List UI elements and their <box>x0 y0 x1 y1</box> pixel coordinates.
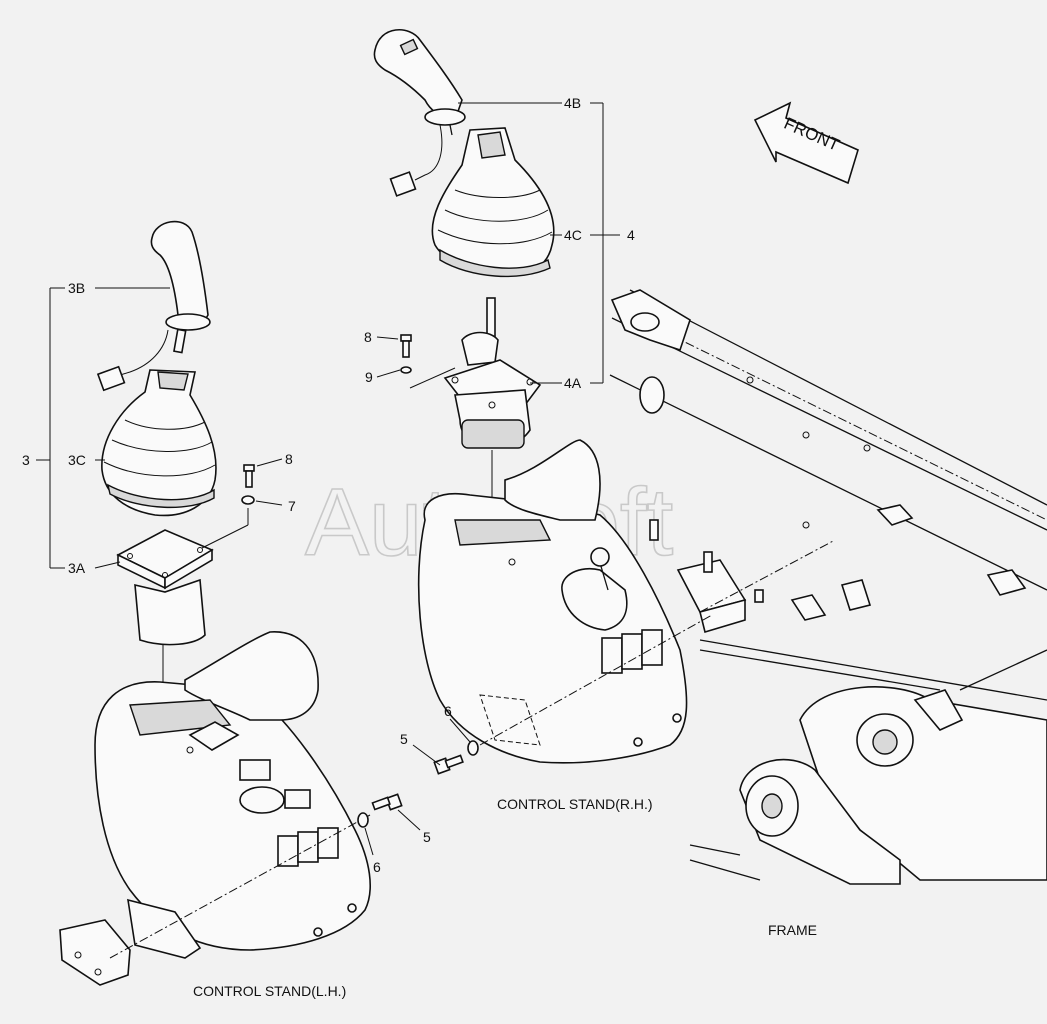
bolt-8-left-icon <box>243 464 255 488</box>
boot-3c-icon <box>101 369 217 517</box>
callout-9: 9 <box>365 369 373 385</box>
joystick-3b-icon <box>96 220 211 392</box>
pilot-valve-3a-icon <box>116 529 214 710</box>
caption-frame: FRAME <box>768 922 817 938</box>
control-stand-lh <box>59 631 371 986</box>
pilot-valve-4a-icon <box>443 297 542 505</box>
leader-lines <box>36 102 620 856</box>
front-arrow-icon: FRONT <box>753 101 859 185</box>
callout-6-mid: 6 <box>444 703 452 719</box>
callout-labels: 4B 4C 4 4A 8 9 3B 3 3C 8 7 3A 5 6 5 6 <box>22 95 635 875</box>
callout-5-left: 5 <box>423 829 431 845</box>
callout-5-mid: 5 <box>400 731 408 747</box>
callout-8-top: 8 <box>364 329 372 345</box>
washer-7-icon <box>201 495 255 549</box>
joystick-4b-icon <box>373 28 466 197</box>
callout-3: 3 <box>22 452 30 468</box>
callout-4c: 4C <box>564 227 582 243</box>
callout-3a: 3A <box>68 560 86 576</box>
boot-4c-icon <box>431 127 555 278</box>
control-stand-rh <box>417 439 713 764</box>
caption-control-stand-lh: CONTROL STAND(L.H.) <box>193 983 346 999</box>
callout-7: 7 <box>288 498 296 514</box>
callout-8-left: 8 <box>285 451 293 467</box>
bolt-8-top-icon <box>400 334 412 358</box>
callout-6-left: 6 <box>373 859 381 875</box>
bolt-5-mid-icon <box>433 754 464 775</box>
callout-4a: 4A <box>564 375 582 391</box>
callout-4: 4 <box>627 227 635 243</box>
washer-6-left-icon <box>357 812 369 828</box>
washer-6-mid-icon <box>467 740 479 756</box>
caption-control-stand-rh: CONTROL STAND(R.H.) <box>497 796 653 812</box>
callout-4b: 4B <box>564 95 581 111</box>
washer-9-icon <box>400 366 456 389</box>
callout-3c: 3C <box>68 452 86 468</box>
bolt-5-left-icon <box>371 793 403 811</box>
callout-3b: 3B <box>68 280 85 296</box>
frame-assembly <box>609 289 1047 885</box>
